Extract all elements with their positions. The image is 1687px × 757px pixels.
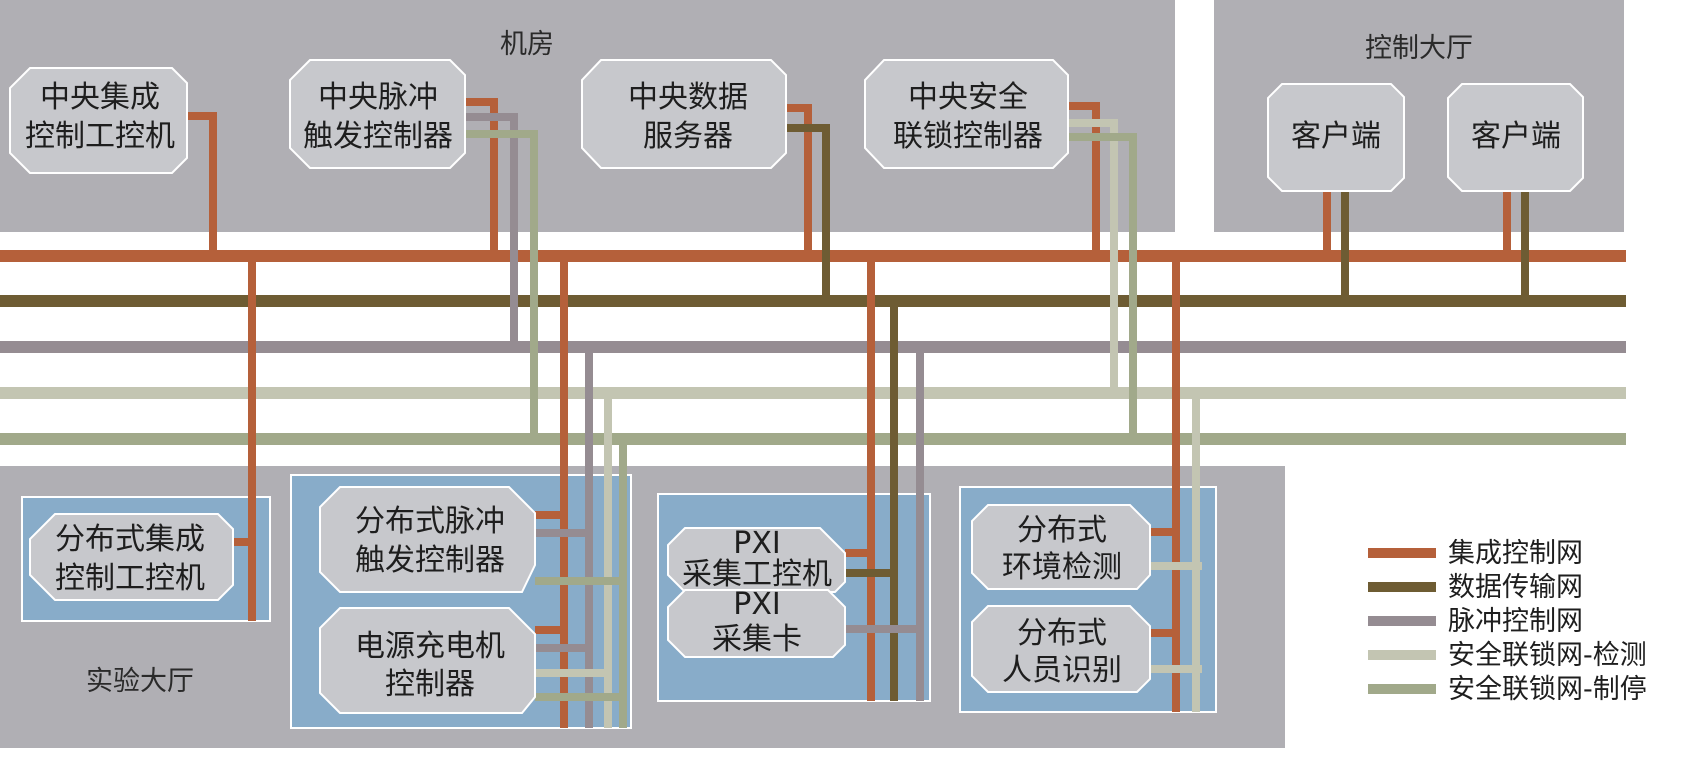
node-dist-pulse-line2: 触发控制器 — [355, 543, 505, 578]
node-central-safety: 中央安全 联锁控制器 — [864, 59, 1069, 169]
node-central-integrated-line2: 控制工控机 — [25, 119, 175, 154]
node-power-charger-line2: 控制器 — [385, 667, 475, 702]
node-pxi-ipc: PXI 采集工控机 — [667, 526, 846, 593]
node-central-safety-line2: 联锁控制器 — [893, 119, 1043, 154]
legend-swatch-safety-stop — [1368, 684, 1436, 694]
node-client-2-label: 客户端 — [1471, 119, 1561, 154]
bus-data — [0, 295, 1626, 307]
node-person-id: 分布式 人员识别 — [971, 605, 1151, 693]
node-pxi-card-line2: 采集卡 — [712, 622, 802, 657]
node-env-detect-line1: 分布式 — [1017, 513, 1107, 548]
node-central-safety-line1: 中央安全 — [908, 80, 1028, 115]
link-central-safety-integrated — [1069, 102, 1100, 256]
node-power-charger: 电源充电机 控制器 — [319, 607, 536, 714]
legend-label-safety-stop: 安全联锁网-制停 — [1448, 674, 1647, 705]
link-central-pulse-stop — [465, 130, 538, 439]
node-dist-integrated: 分布式集成 控制工控机 — [29, 513, 234, 601]
experiment-hall-title: 实验大厅 — [86, 666, 194, 697]
node-central-pulse: 中央脉冲 触发控制器 — [289, 59, 466, 169]
node-dist-integrated-line1: 分布式集成 — [55, 522, 205, 557]
legend-label-data: 数据传输网 — [1448, 572, 1583, 603]
legend: 集成控制网 数据传输网 脉冲控制网 安全联锁网-检测 安全联锁网-制停 — [1368, 538, 1647, 705]
node-env-detect-line2: 环境检测 — [1002, 550, 1122, 585]
node-dist-integrated-line2: 控制工控机 — [55, 561, 205, 596]
bus-safety-detect — [0, 387, 1626, 399]
node-central-data-line2: 服务器 — [643, 119, 733, 154]
link-central-pulse-integrated — [465, 98, 498, 256]
legend-label-integrated: 集成控制网 — [1448, 538, 1583, 569]
node-power-charger-line1: 电源充电机 — [355, 629, 505, 664]
node-central-data-line1: 中央数据 — [628, 80, 748, 115]
legend-label-safety-detect: 安全联锁网-检测 — [1448, 640, 1647, 671]
link-central-pulse-pulse — [465, 113, 518, 347]
link-central-data-integrated — [787, 104, 812, 256]
link-central-safety-detect — [1069, 119, 1118, 393]
bus-pulse — [0, 341, 1626, 353]
legend-swatch-data — [1368, 582, 1436, 592]
bus-safety-stop — [0, 433, 1626, 445]
node-central-integrated: 中央集成 控制工控机 — [9, 67, 188, 174]
node-central-pulse-line1: 中央脉冲 — [318, 80, 438, 115]
legend-swatch-integrated — [1368, 548, 1436, 558]
node-client-2: 客户端 — [1447, 83, 1584, 192]
node-person-id-line2: 人员识别 — [1002, 653, 1122, 688]
machine-room-title: 机房 — [500, 29, 554, 60]
control-hall-title: 控制大厅 — [1365, 33, 1473, 64]
node-env-detect: 分布式 环境检测 — [971, 504, 1151, 590]
link-central-integrated — [188, 112, 217, 256]
node-dist-pulse: 分布式脉冲 触发控制器 — [319, 486, 536, 593]
node-pxi-ipc-line2: 采集工控机 — [682, 557, 832, 592]
legend-swatch-safety-detect — [1368, 650, 1436, 660]
node-pxi-card-line1: PXI — [733, 587, 781, 622]
link-central-data-data — [787, 124, 830, 301]
node-client-1-label: 客户端 — [1291, 119, 1381, 154]
bus-integrated — [0, 250, 1626, 262]
node-client-1: 客户端 — [1267, 83, 1405, 192]
connectors — [188, 98, 1529, 728]
node-pxi-ipc-line1: PXI — [733, 526, 781, 561]
node-central-data: 中央数据 服务器 — [581, 59, 787, 169]
link-central-safety-stop — [1069, 133, 1137, 439]
node-person-id-line1: 分布式 — [1017, 616, 1107, 651]
node-dist-pulse-line1: 分布式脉冲 — [355, 504, 505, 539]
legend-label-pulse: 脉冲控制网 — [1448, 606, 1583, 637]
node-pxi-card: PXI 采集卡 — [667, 587, 846, 658]
node-central-pulse-line2: 触发控制器 — [303, 119, 453, 154]
legend-swatch-pulse — [1368, 616, 1436, 626]
node-central-integrated-line1: 中央集成 — [40, 80, 160, 115]
